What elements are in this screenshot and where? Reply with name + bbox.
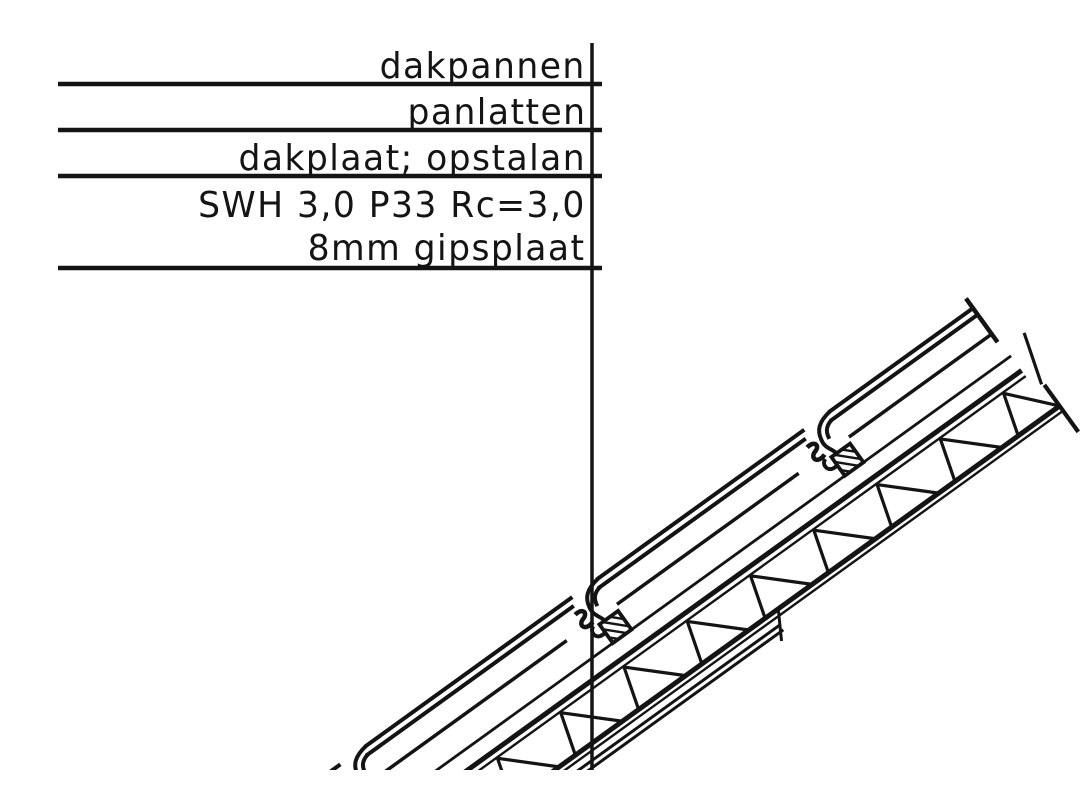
label-swh-rc-value: SWH 3,0 P33 Rc=3,0	[198, 185, 586, 226]
tile-hook-details	[353, 409, 842, 770]
batten-hatched	[367, 778, 399, 797]
roof-plate-bottom-chord	[230, 383, 1080, 770]
label-8mm-gipsplaat: 8mm gipsplaat	[308, 228, 586, 269]
roof-tile-lines	[155, 297, 1000, 770]
tile-end-cap	[964, 297, 1000, 344]
top-skin-cut-mark	[1022, 332, 1044, 385]
bottom-chord-end-cap	[1042, 383, 1080, 434]
batten-hatched	[596, 608, 635, 646]
truss-web	[495, 391, 1060, 770]
label-dakplaat-opstalan: dakplaat; opstalan	[238, 138, 586, 179]
label-dakpannen: dakpannen	[379, 46, 586, 87]
gypsum-cut-mark	[777, 610, 784, 642]
roof-assembly	[155, 297, 1080, 797]
batten-hatched	[828, 441, 867, 479]
gypsum-board-lines	[239, 610, 785, 770]
leader-lines	[58, 43, 602, 770]
roof-plate-top-skin	[191, 332, 1044, 770]
label-panlatten: panlatten	[406, 92, 586, 133]
